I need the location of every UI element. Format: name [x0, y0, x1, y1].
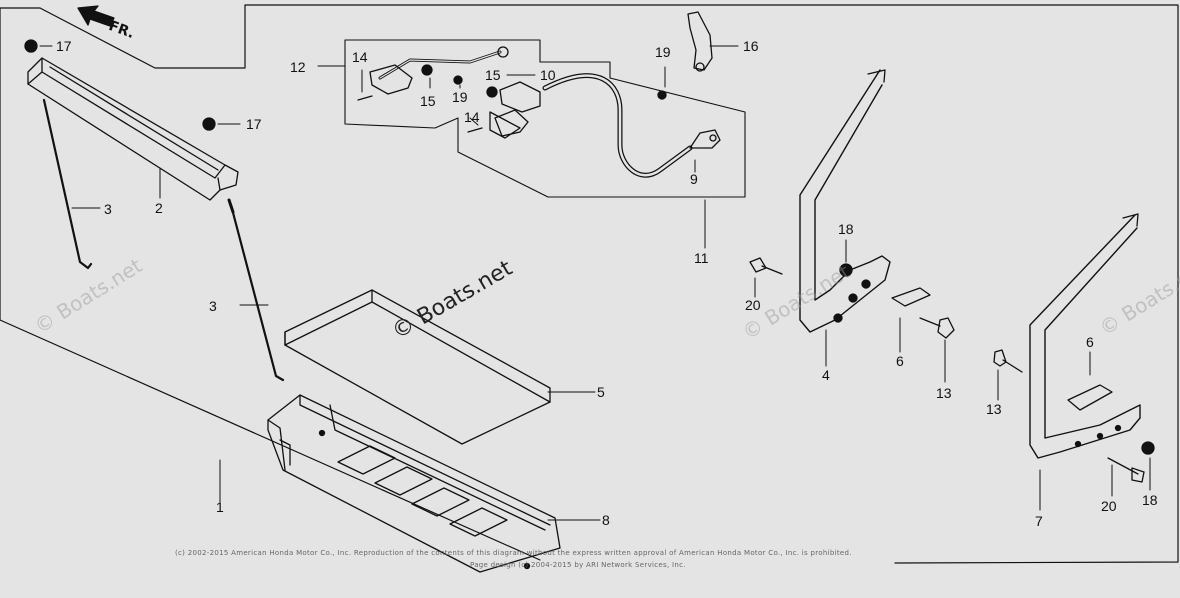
- clamp-part-14b: [494, 109, 529, 137]
- callout-14: 14: [352, 49, 368, 65]
- callout-16: 16: [743, 38, 759, 54]
- nut-part-18b: [1141, 441, 1155, 455]
- guard-bar-part-4: [799, 69, 891, 333]
- callout-17: 17: [56, 38, 72, 54]
- bolt-part-20b: [1107, 457, 1145, 483]
- leader-lines: [39, 45, 1151, 521]
- nut-part-15a: [421, 64, 433, 76]
- callout-5: 5: [597, 384, 605, 400]
- nut-part-15b: [486, 86, 498, 98]
- callout-15: 15: [420, 93, 436, 109]
- front-direction-arrow: [77, 5, 115, 27]
- upper-rail-part-2: [27, 57, 239, 201]
- bolt-part-19b: [453, 75, 463, 85]
- connector-part-10: [489, 81, 541, 139]
- callout-9: 9: [690, 171, 698, 187]
- support-rod-left-part-3: [42, 98, 93, 270]
- callout-4: 4: [822, 367, 830, 383]
- callout-13: 13: [936, 385, 952, 401]
- callout-8: 8: [602, 512, 610, 528]
- small-wire: [378, 46, 509, 80]
- strap-part-16: [687, 11, 713, 71]
- plate-part-5: [284, 289, 551, 445]
- page-design-notice: Page design (c) 2004-2015 by ARI Network…: [470, 561, 686, 569]
- callout-3: 3: [104, 201, 112, 217]
- nut-part-17a: [24, 39, 38, 53]
- bolt-part-19a: [657, 90, 667, 100]
- clip-part-6a: [891, 287, 931, 307]
- callout-6: 6: [896, 353, 904, 369]
- callout-18: 18: [1142, 492, 1158, 508]
- callout-19: 19: [655, 44, 671, 60]
- callout-14: 14: [464, 109, 480, 125]
- callout-13: 13: [986, 401, 1002, 417]
- callout-10: 10: [540, 67, 556, 83]
- callout-17: 17: [246, 116, 262, 132]
- callout-19: 19: [452, 89, 468, 105]
- assembly-boundary: [0, 4, 1179, 564]
- callout-2: 2: [155, 200, 163, 216]
- callout-15: 15: [485, 67, 501, 83]
- cable-part-9: [542, 73, 721, 178]
- tray-part-8: [267, 394, 561, 573]
- bolt-part-20a: [749, 257, 783, 275]
- knob-part-13a: [919, 317, 955, 339]
- callout-20: 20: [1101, 498, 1117, 514]
- callout-11: 11: [694, 250, 709, 266]
- callout-7: 7: [1035, 513, 1043, 529]
- callout-1: 1: [216, 499, 224, 515]
- callout-3: 3: [209, 298, 217, 314]
- support-rod-right-part-3: [227, 198, 285, 382]
- nut-part-17b: [202, 117, 216, 131]
- callout-6: 6: [1086, 334, 1094, 350]
- callout-12: 12: [290, 59, 306, 75]
- copyright-notice: (c) 2002-2015 American Honda Motor Co., …: [175, 549, 852, 557]
- clamp-part-14a: [369, 64, 413, 95]
- callout-18: 18: [838, 221, 854, 237]
- wire-subassembly-box: [344, 39, 746, 198]
- callout-20: 20: [745, 297, 761, 313]
- guard-bar-part-7: [1029, 213, 1141, 459]
- knob-part-13b: [993, 349, 1023, 373]
- clip-part-6b: [1067, 384, 1113, 411]
- nut-part-18a: [839, 263, 853, 277]
